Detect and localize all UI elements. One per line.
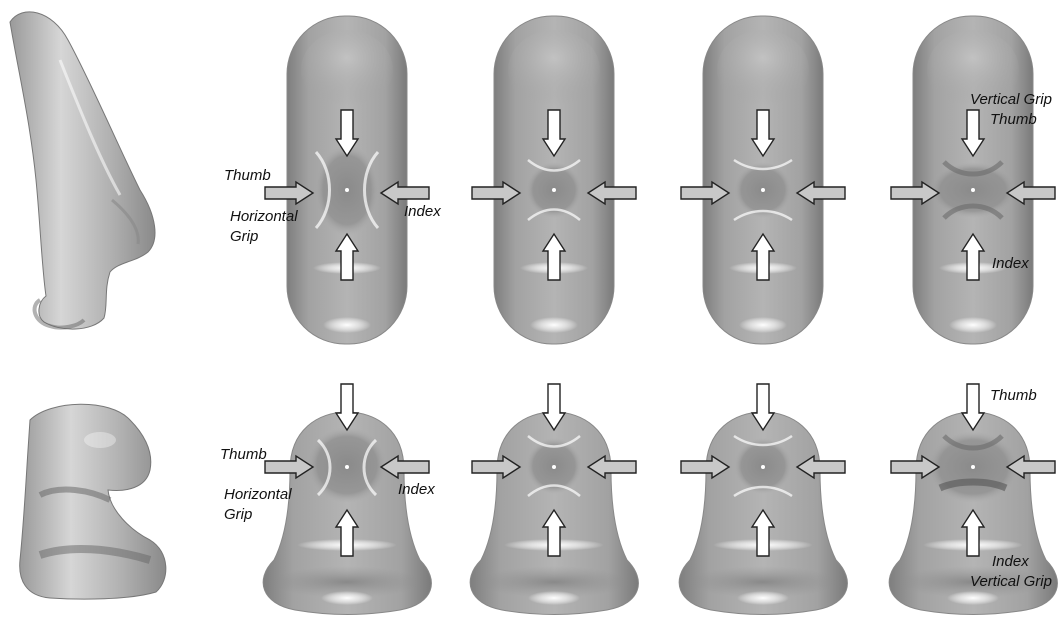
tall-horizontal-grip <box>287 16 407 344</box>
index-label-bottom: Index <box>398 481 435 498</box>
index-label-top: Index <box>404 203 441 220</box>
grip-label-bottom: Grip <box>224 506 252 523</box>
thumb-label-top-vertical: Thumb <box>990 111 1037 128</box>
horizontal-label-bottom: Horizontal <box>224 486 292 503</box>
vertical-grip-label-top: Vertical Grip <box>970 91 1052 108</box>
tall-side-view <box>10 12 155 329</box>
thumb-label-bottom: Thumb <box>220 446 267 463</box>
tall-intermediate-1 <box>494 16 614 344</box>
vertical-grip-label-bottom: Vertical Grip <box>970 573 1052 590</box>
thumb-label-top: Thumb <box>224 167 271 184</box>
index-label-top-vertical: Index <box>992 255 1029 272</box>
short-side-view <box>20 404 166 599</box>
grip-label-top: Grip <box>230 228 258 245</box>
tall-intermediate-2 <box>703 16 823 344</box>
index-label-bottom-vertical: Index <box>992 553 1029 570</box>
tall-vertical-grip <box>913 16 1033 344</box>
thumb-label-bottom-vertical: Thumb <box>990 387 1037 404</box>
horizontal-label-top: Horizontal <box>230 208 298 225</box>
